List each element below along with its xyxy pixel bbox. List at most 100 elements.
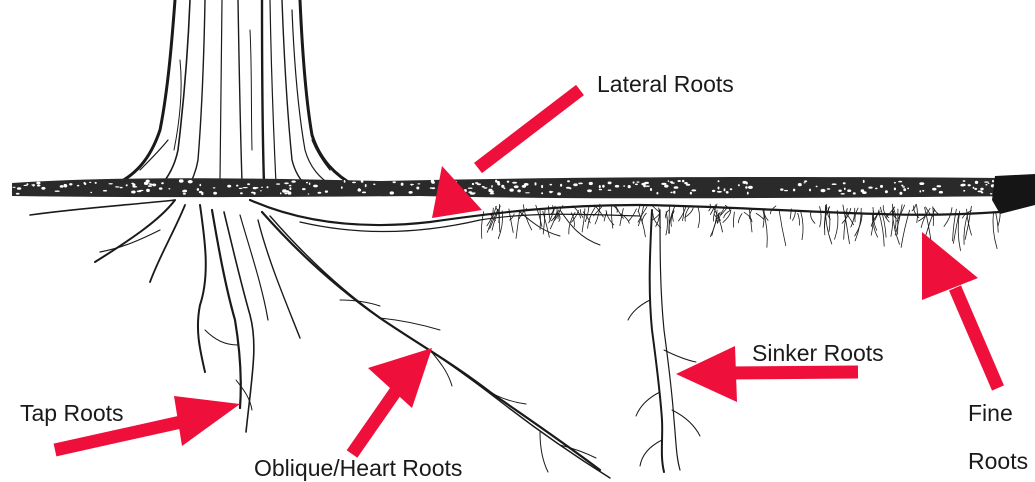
soil-speck bbox=[880, 185, 883, 188]
soil-speck bbox=[549, 184, 552, 186]
soil-speck bbox=[240, 192, 243, 194]
soil-speck bbox=[512, 182, 517, 184]
soil-speck bbox=[472, 183, 474, 185]
fine-root-strand bbox=[606, 211, 614, 226]
soil-speck bbox=[89, 182, 91, 183]
soil-speck bbox=[974, 188, 977, 190]
soil-speck bbox=[503, 187, 505, 189]
soil-speck bbox=[798, 183, 802, 186]
soil-speck bbox=[635, 184, 638, 186]
soil-speck bbox=[633, 182, 635, 184]
soil-speck bbox=[718, 180, 720, 182]
soil-speck bbox=[285, 190, 290, 192]
soil-speck bbox=[168, 188, 170, 189]
soil-speck bbox=[623, 185, 625, 187]
soil-speck bbox=[844, 188, 846, 191]
soil-speck bbox=[615, 185, 619, 188]
fine-root-strand bbox=[516, 211, 520, 239]
soil-speck bbox=[497, 181, 500, 184]
soil-speck bbox=[139, 190, 144, 191]
soil-speck bbox=[963, 180, 966, 182]
soil-speck bbox=[148, 185, 152, 187]
soil-speck bbox=[745, 186, 747, 189]
soil-speck bbox=[199, 184, 201, 187]
soil-speck bbox=[183, 193, 186, 195]
soil-speck bbox=[661, 183, 666, 185]
fine-root-strand bbox=[523, 205, 531, 230]
soil-speck bbox=[390, 191, 394, 194]
soil-speck bbox=[780, 188, 783, 190]
fine-root-strand bbox=[733, 212, 734, 227]
soil-speck bbox=[868, 187, 872, 189]
label-tap-roots: Tap Roots bbox=[20, 402, 124, 425]
soil-speck bbox=[483, 187, 487, 188]
soil-speck bbox=[309, 182, 311, 185]
soil-speck bbox=[628, 185, 631, 188]
soil-speck bbox=[671, 182, 675, 184]
soil-speck bbox=[33, 184, 35, 186]
soil-speck bbox=[507, 181, 510, 183]
soil-speck bbox=[115, 186, 119, 187]
soil-speck bbox=[490, 190, 494, 193]
soil-speck bbox=[64, 184, 67, 187]
soil-speck bbox=[975, 181, 978, 184]
soil-speck bbox=[841, 193, 845, 195]
soil-speck bbox=[932, 188, 936, 191]
soil-speck bbox=[990, 193, 993, 194]
soil-speck bbox=[261, 187, 263, 188]
soil-speck bbox=[24, 185, 28, 186]
soil-speck bbox=[84, 183, 86, 185]
soil-speck bbox=[491, 185, 493, 188]
soil-speck bbox=[726, 191, 729, 194]
soil-speck bbox=[690, 192, 692, 195]
soil-speck bbox=[361, 180, 364, 183]
arrow-fine-roots bbox=[922, 232, 998, 388]
soil-speck bbox=[501, 185, 504, 188]
soil-speck bbox=[183, 190, 187, 193]
oblique-roots bbox=[258, 212, 610, 478]
soil-speck bbox=[213, 192, 217, 195]
fine-root-strand bbox=[820, 207, 822, 227]
soil-speck bbox=[236, 185, 238, 187]
soil-speck bbox=[686, 184, 690, 186]
soil-speck bbox=[960, 184, 964, 186]
soil-speck bbox=[645, 186, 650, 187]
fine-root-strand bbox=[543, 211, 550, 237]
soil-speck bbox=[267, 186, 269, 188]
soil-speck bbox=[318, 192, 322, 194]
soil-speck bbox=[738, 184, 740, 186]
soil-speck bbox=[482, 186, 485, 188]
soil-speck bbox=[573, 183, 578, 186]
arrow-lateral-roots bbox=[432, 90, 580, 218]
soil-speck bbox=[682, 180, 684, 183]
soil-speck bbox=[670, 192, 672, 194]
soil-speck bbox=[291, 181, 295, 183]
soil-speck bbox=[557, 192, 561, 195]
fine-root-strand bbox=[779, 210, 786, 246]
soil-speck bbox=[417, 183, 420, 184]
fine-root-strand bbox=[916, 204, 917, 222]
soil-speck bbox=[717, 191, 722, 193]
soil-speck bbox=[276, 183, 280, 184]
soil-speck bbox=[862, 191, 867, 194]
fine-root-strand bbox=[712, 212, 720, 235]
fine-root-strand bbox=[811, 211, 815, 223]
soil-speck bbox=[804, 180, 807, 182]
soil-speck bbox=[599, 189, 602, 190]
soil-speck bbox=[126, 184, 128, 186]
label-fine-roots-line1: Fine bbox=[968, 402, 1013, 425]
soil-speck bbox=[16, 193, 20, 195]
soil-speck bbox=[344, 180, 346, 183]
fine-root-strand bbox=[801, 212, 803, 240]
soil-speck bbox=[365, 184, 367, 187]
soil-speck bbox=[524, 183, 529, 186]
soil-speck bbox=[416, 187, 419, 190]
soil-speck bbox=[742, 181, 746, 184]
soil-speck bbox=[90, 192, 92, 193]
soil-speck bbox=[937, 185, 942, 187]
soil-speck bbox=[985, 184, 987, 186]
soil-speck bbox=[325, 190, 328, 192]
soil-speck bbox=[602, 185, 605, 188]
label-fine-roots-line2: Roots bbox=[968, 450, 1028, 473]
